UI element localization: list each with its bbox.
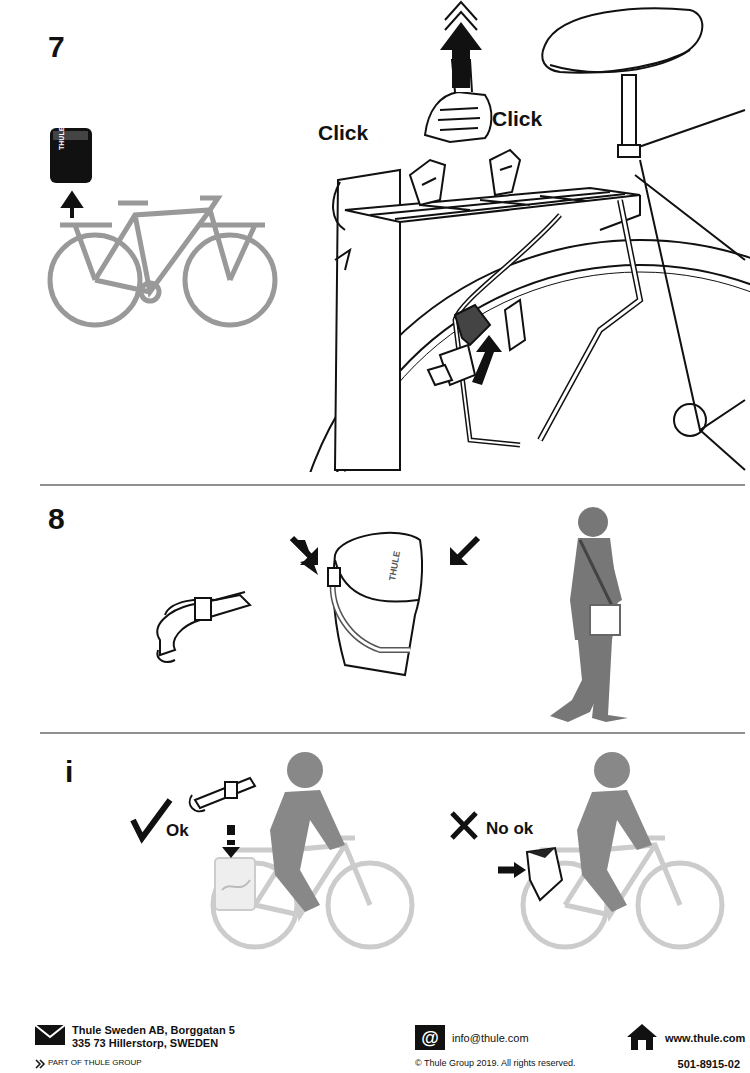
- not-ok-label: No ok: [486, 820, 533, 839]
- svg-text:@: @: [421, 1028, 439, 1048]
- document-number: 501-8915-02: [678, 1058, 740, 1070]
- step-number: 7: [48, 30, 65, 63]
- group-note: PART OF THULE GROUP: [48, 1059, 142, 1068]
- bag-logo: THULE: [58, 127, 66, 150]
- ok-label: Ok: [166, 822, 189, 841]
- click-label: Click: [318, 121, 368, 144]
- copyright: © Thule Group 2019. All rights reserved.: [415, 1059, 576, 1069]
- info-symbol: i: [65, 755, 73, 788]
- email: info@thule.com: [452, 1032, 529, 1044]
- step-number: 8: [48, 502, 65, 535]
- address-line: Thule Sweden AB, Borggatan 5: [72, 1024, 235, 1036]
- address-line: 335 73 Hillerstorp, SWEDEN: [72, 1037, 218, 1049]
- website: www.thule.com: [665, 1032, 745, 1044]
- click-label: Click: [492, 107, 542, 130]
